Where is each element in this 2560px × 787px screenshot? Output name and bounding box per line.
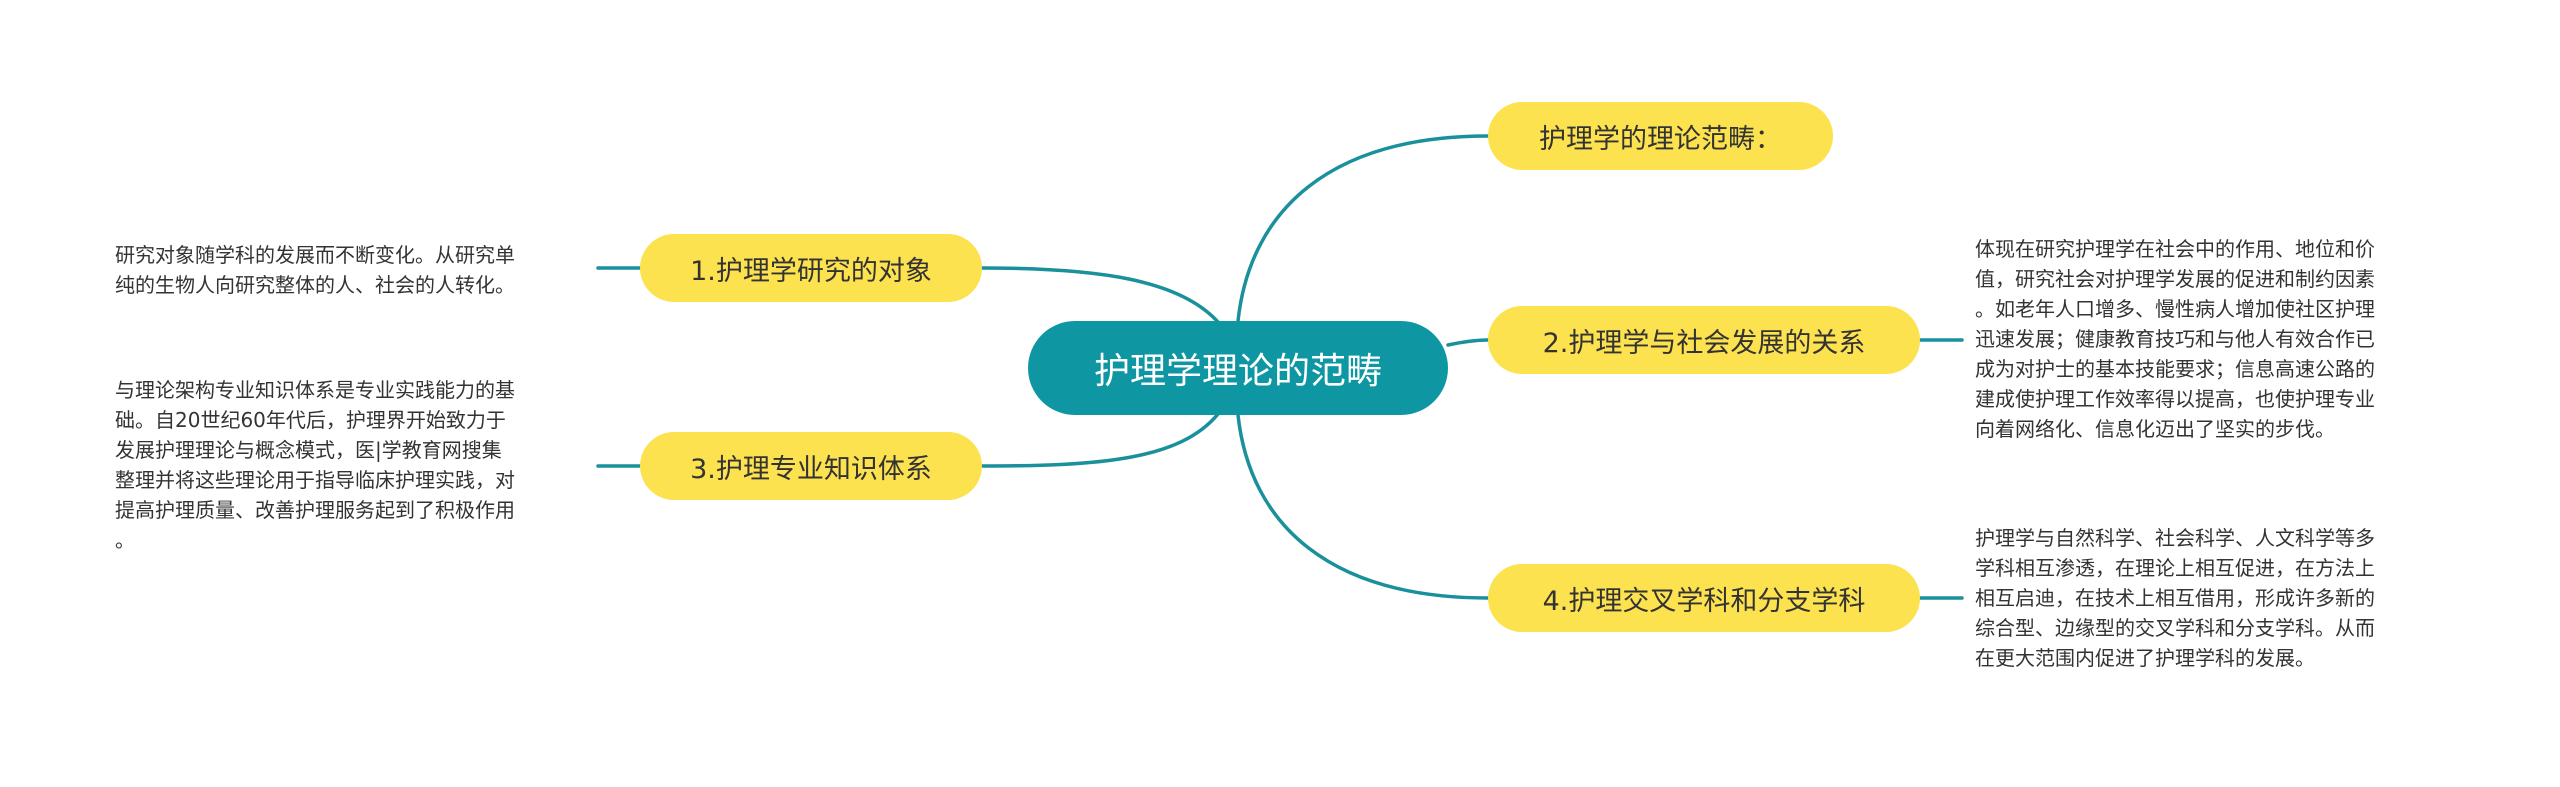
central-topic-label: 护理学理论的范畴 <box>1093 351 1382 392</box>
branch-label-social-development: 2.护理学与社会发展的关系 <box>1542 327 1866 359</box>
link-center-to-b4 <box>1236 413 1490 600</box>
branch-label-interdisciplinary: 4.护理交叉学科和分支学科 <box>1542 585 1866 617</box>
branch-node-theory-scope[interactable]: 护理学的理论范畴： <box>1488 102 1833 170</box>
branch-label-research-object: 1.护理学研究的对象 <box>690 255 932 287</box>
link-center-to-title <box>1236 134 1490 323</box>
central-topic-node[interactable]: 护理学理论的范畴 <box>1028 321 1448 415</box>
branch-node-interdisciplinary[interactable]: 4.护理交叉学科和分支学科 <box>1488 564 1920 632</box>
description-knowledge-system: 与理论架构专业知识体系是专业实践能力的基 础。自20世纪60年代后，护理界开始致… <box>115 378 515 552</box>
link-center-to-b3 <box>980 412 1220 468</box>
description-interdisciplinary: 护理学与自然科学、社会科学、人文科学等多 学科相互渗透，在理论上相互促进，在方法… <box>1975 526 2375 670</box>
branch-label-knowledge-system: 3.护理专业知识体系 <box>690 453 932 485</box>
branch-node-research-object[interactable]: 1.护理学研究的对象 <box>640 234 982 302</box>
description-research-object: 研究对象随学科的发展而不断变化。从研究单 纯的生物人向研究整体的人、社会的人转化… <box>115 243 515 297</box>
branch-node-knowledge-system[interactable]: 3.护理专业知识体系 <box>640 432 982 500</box>
link-center-to-b2 <box>1446 338 1490 347</box>
branch-label-theory-scope: 护理学的理论范畴： <box>1539 123 1782 155</box>
description-social-development: 体现在研究护理学在社会中的作用、地位和价 值，研究社会对护理学发展的促进和制约因… <box>1975 237 2375 441</box>
branch-node-social-development[interactable]: 2.护理学与社会发展的关系 <box>1488 306 1920 374</box>
link-center-to-b1 <box>980 266 1220 324</box>
